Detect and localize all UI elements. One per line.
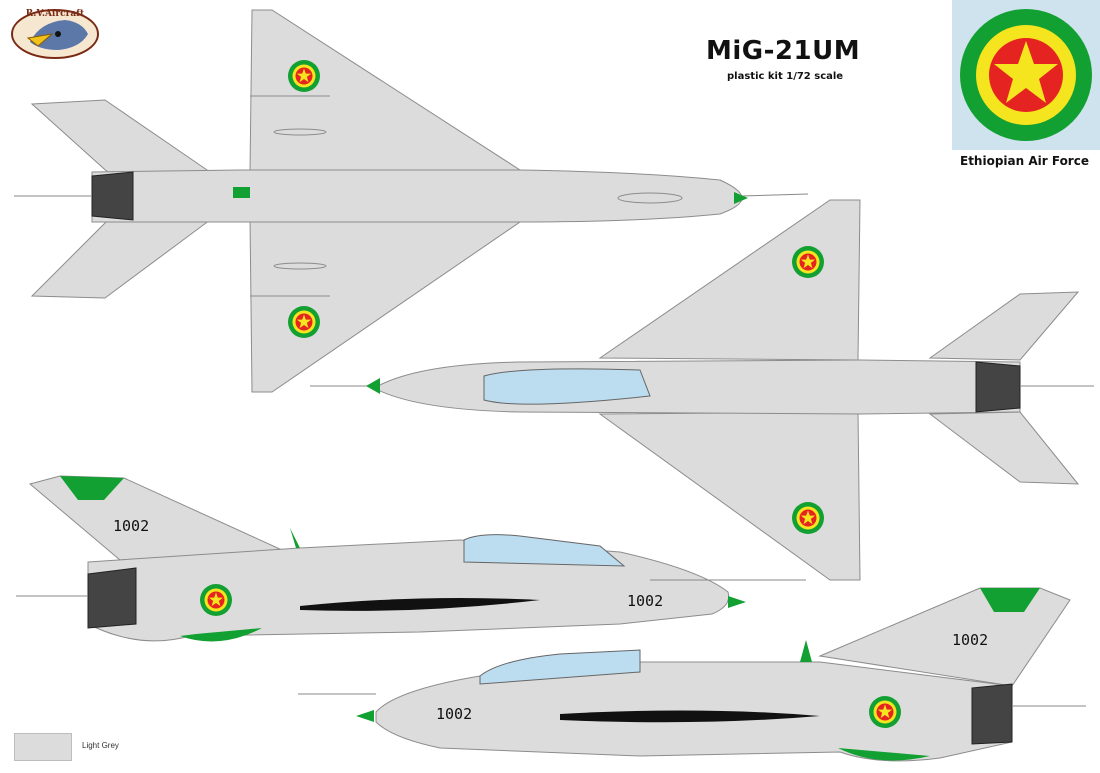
underside-stab-upper (928, 291, 1080, 361)
underside-wing-lower (598, 411, 861, 581)
air-force-label: Ethiopian Air Force (960, 154, 1089, 168)
underside-view (310, 199, 1094, 581)
light-grey-swatch (14, 733, 72, 761)
page-title: MiG-21UM (706, 36, 861, 66)
left-side-fin (28, 475, 283, 561)
top-view (14, 9, 809, 393)
left-side-view (16, 475, 806, 642)
top-view-nozzle (91, 171, 134, 221)
ethiopian-roundel-icon (960, 9, 1092, 141)
left-side-fuselage (87, 539, 730, 642)
top-view-stab-upper (30, 99, 212, 177)
left-fin-serial: 1002 (113, 517, 149, 535)
rv-aircraft-logo: R.V.Aircraft (11, 9, 99, 59)
top-view-fuselage (91, 169, 743, 223)
right-side-view (298, 587, 1086, 762)
right-side-fin (818, 587, 1071, 687)
logo-lettering: R.V.Aircraft (26, 9, 85, 19)
underside-fuselage (377, 359, 1021, 415)
light-grey-label: Light Grey (82, 741, 119, 750)
page-subtitle: plastic kit 1/72 scale (727, 71, 844, 82)
top-view-wing-upper (249, 9, 522, 173)
right-nose-serial: 1002 (436, 705, 472, 723)
right-fin-serial: 1002 (952, 631, 988, 649)
top-view-stab-lower (30, 215, 212, 299)
left-nose-serial: 1002 (627, 592, 663, 610)
underside-stab-lower (928, 411, 1080, 485)
underside-wing-upper (598, 199, 861, 361)
